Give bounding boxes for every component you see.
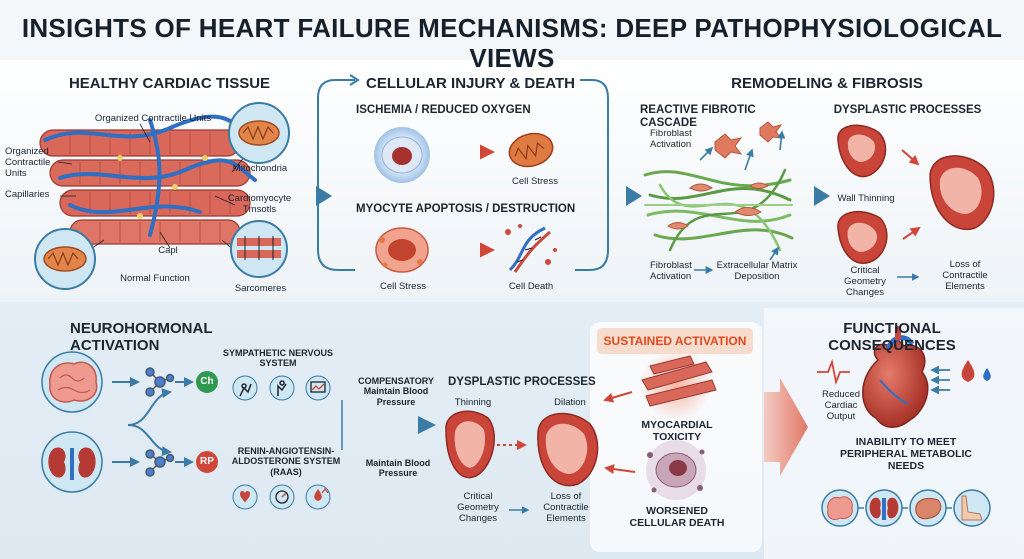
label-critical-geometry-top: Critical Geometry Changes	[844, 265, 886, 298]
label-dysplastic-top: DYSPLASTIC PROCESSES	[833, 104, 982, 116]
molecule-icon-sns	[145, 367, 175, 397]
label-sns: SYMPATHETIC NERVOUS SYSTEM	[222, 348, 333, 369]
dilation-ventricle-icon	[537, 412, 599, 487]
apoptotic-cell-icon	[375, 227, 429, 273]
label-loss-contractile-top: Loss of Contractile Elements	[942, 259, 988, 292]
label-normal-function: Normal Function	[120, 273, 190, 284]
ecg-icon	[817, 358, 850, 386]
mitochondrion-detail-icon	[228, 102, 290, 164]
section-heading-injury: CELLULAR INJURY & DEATH	[366, 75, 575, 92]
label-cell-stress-b: Cell Stress	[380, 281, 426, 292]
muscle-fibers-illustration	[39, 114, 257, 245]
label-organized-units-left: Organized Contractile Units	[5, 146, 51, 179]
worsened-cell-death-illustration	[646, 440, 706, 500]
fibrotic-mesh-illustration	[643, 168, 794, 252]
label-fibrotic-cascade: REACTIVE FIBROTIC CASCADE	[640, 104, 756, 130]
label-mitochondria: Mitochondria	[232, 163, 288, 174]
label-apoptosis: MYOCYTE APOPTOSIS / DESTRUCTION	[356, 203, 576, 215]
raas-effect-icons	[232, 484, 331, 510]
hypoxic-cell-icon	[374, 127, 430, 183]
label-sarcomeres: Sarcomeres	[234, 283, 287, 294]
failing-heart-icon	[862, 326, 929, 428]
label-worsened-cell-death: WORSENED CELLULAR DEATH	[629, 505, 725, 530]
dilated-ventricle-icon-bottom	[837, 210, 888, 264]
label-thinning: Thinning	[454, 397, 492, 408]
badge-ch: Ch	[196, 371, 218, 393]
label-capl: Capl	[158, 245, 178, 256]
dilated-ventricle-icon-large	[929, 155, 995, 231]
activated-fibroblast-icon	[714, 121, 783, 159]
label-wall-thinning: Wall Thinning	[837, 193, 895, 204]
myocardial-toxicity-illustration	[640, 349, 717, 421]
brain-icon	[41, 351, 103, 413]
label-dysplastic-bottom: DYSPLASTIC PROCESSES	[448, 376, 596, 388]
badge-rp: RP	[196, 451, 218, 473]
sustained-activation-badge: SUSTAINED ACTIVATION	[597, 328, 753, 354]
dilated-ventricle-icon-top	[837, 124, 887, 178]
thinning-ventricle-icon	[445, 410, 495, 479]
label-cell-stress-a: Cell Stress	[512, 176, 558, 187]
label-cell-death: Cell Death	[508, 281, 554, 292]
label-fibroblast-activation-bottom: Fibroblast Activation	[650, 260, 692, 282]
blood-drop-icons	[961, 360, 991, 382]
sns-effect-icons	[232, 375, 331, 401]
label-inability-metabolic: INABILITY TO MEET PERIPHERAL METABOLIC N…	[839, 436, 973, 473]
section-heading-healthy: HEALTHY CARDIAC TISSUE	[68, 75, 271, 92]
section-heading-remodeling: REMODELING & FIBROSIS	[731, 75, 923, 92]
fibroblast-cells	[667, 182, 769, 230]
section-heading-neurohormonal: NEUROHORMONAL ACTIVATION	[70, 320, 213, 355]
label-ecm-deposition: Extracellular Matrix Deposition	[716, 260, 798, 282]
label-maintain-bp: Maintain Blood Pressure	[365, 458, 431, 479]
kidneys-icon	[41, 431, 103, 493]
label-raas: RENIN-ANGIOTENSIN-ALDOSTERONE SYSTEM (RA…	[231, 446, 341, 477]
label-organized-units-top: Organized Contractile Units	[94, 113, 212, 124]
stressed-mitochondrion-icon	[508, 132, 554, 168]
label-reduced-output: Reduced Cardiac Output	[821, 389, 861, 422]
page-title: INSIGHTS OF HEART FAILURE MECHANISMS: DE…	[21, 13, 1003, 73]
molecule-icon-raas	[145, 449, 175, 477]
label-myocardial-toxicity: MYOCARDIAL TOXICITY	[641, 419, 713, 444]
sarcomere-detail-icon	[230, 220, 288, 278]
label-fibroblast-activation-top: Fibroblast Activation	[650, 128, 692, 150]
label-dilation: Dilation	[554, 397, 586, 408]
arrow-to-functional	[764, 378, 808, 476]
injury-bracket	[317, 79, 355, 271]
section-heading-functional: FUNCTIONAL CONSEQUENCES	[828, 320, 956, 355]
label-capillaries: Capillaries	[5, 189, 50, 200]
mitochondrion-inset-icon	[34, 228, 96, 290]
dna-fragment-icon	[505, 224, 557, 273]
label-ischemia: ISCHEMIA / REDUCED OXYGEN	[356, 104, 531, 116]
label-critical-geometry-bottom: Critical Geometry Changes	[457, 491, 499, 524]
label-compensatory: COMPENSATORY Maintain Blood Pressure	[358, 376, 434, 407]
label-cardiomyocyte: Cardiomyocyte Tmsotls	[227, 193, 292, 215]
peripheral-organ-icons	[821, 489, 991, 527]
label-loss-contractile-bottom: Loss of Contractile Elements	[543, 491, 589, 524]
